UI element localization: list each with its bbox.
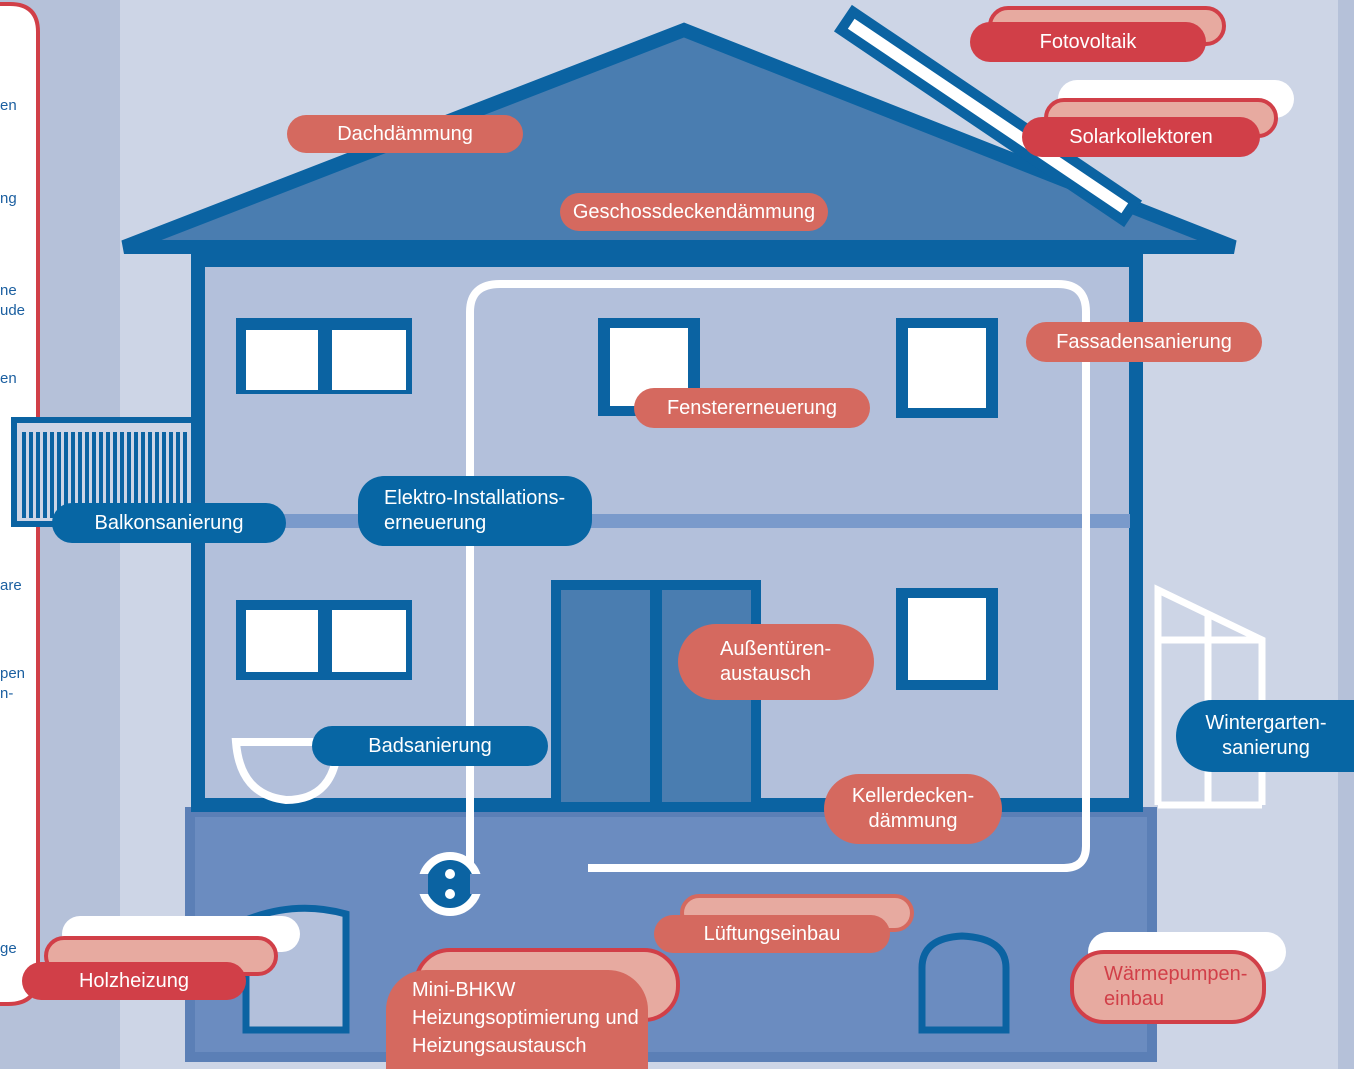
baluster	[106, 432, 110, 518]
baluster	[155, 432, 159, 518]
baluster	[183, 432, 187, 518]
window-lower-right	[896, 588, 998, 690]
window-upper-right	[896, 318, 998, 418]
floor-divider	[205, 514, 1130, 528]
baluster	[85, 432, 89, 518]
side-fragment-9: ge	[0, 940, 17, 957]
label-balkonsanierung: Balkonsanierung	[52, 503, 286, 543]
baluster	[71, 432, 75, 518]
window-upper-left	[236, 318, 412, 394]
pipe-loop	[466, 280, 1090, 880]
label-fenstererneuerung: Fenstererneuerung	[634, 388, 870, 428]
label-elektro-installationserneuerung: Elektro-Installations-erneuerung	[358, 476, 592, 546]
cellar-arch-right	[918, 932, 1010, 1034]
baluster	[120, 432, 124, 518]
baluster	[148, 432, 152, 518]
label-kellerdeckendaemmung: Kellerdecken-dämmung	[824, 774, 1002, 844]
baluster	[92, 432, 96, 518]
baluster	[29, 432, 33, 518]
side-fragment-5: en	[0, 370, 17, 387]
baluster	[99, 432, 103, 518]
baluster	[22, 432, 26, 518]
baluster	[57, 432, 61, 518]
baluster	[78, 432, 82, 518]
label-dachdaemmung: Dachdämmung	[287, 115, 523, 153]
baluster	[134, 432, 138, 518]
baluster	[127, 432, 131, 518]
side-fragment-1: en	[0, 97, 17, 114]
label-wintergartensanierung: Wintergarten-sanierung	[1176, 700, 1354, 772]
side-fragment-4: ude	[0, 302, 26, 319]
label-lueftungseinbau: Lüftungseinbau	[654, 915, 890, 953]
baluster	[176, 432, 180, 518]
side-fragment-8: n-	[0, 685, 14, 702]
side-fragment-6: are	[0, 577, 22, 594]
heating-socket	[408, 852, 490, 916]
label-holzheizung: Holzheizung	[22, 962, 246, 1000]
side-fragment-3: ne	[0, 282, 17, 299]
right-strip	[1338, 0, 1354, 1069]
label-fassadensanierung: Fassadensanierung	[1026, 322, 1262, 362]
label-fotovoltaik: Fotovoltaik	[970, 22, 1206, 62]
label-badsanierung: Badsanierung	[312, 726, 548, 766]
baluster	[113, 432, 117, 518]
baluster	[43, 432, 47, 518]
label-waermepumpeneinbau: Wärmepumpen-einbau	[1070, 950, 1266, 1024]
solar-panel	[833, 4, 1143, 228]
baluster	[141, 432, 145, 518]
baluster	[50, 432, 54, 518]
front-door	[551, 580, 761, 812]
baluster	[64, 432, 68, 518]
side-fragment-2: ng	[0, 190, 17, 207]
label-solarkollektoren: Solarkollektoren	[1022, 117, 1260, 157]
label-aussentuerenaustausch: Außentüren-austausch	[678, 624, 874, 700]
winter-garden	[1154, 584, 1266, 809]
window-lower-left	[236, 600, 412, 680]
label-geschossdeckendaemmung: Geschossdeckendämmung	[560, 193, 828, 231]
baluster	[169, 432, 173, 518]
side-fragment-7: pen	[0, 665, 26, 682]
baluster	[162, 432, 166, 518]
baluster	[36, 432, 40, 518]
